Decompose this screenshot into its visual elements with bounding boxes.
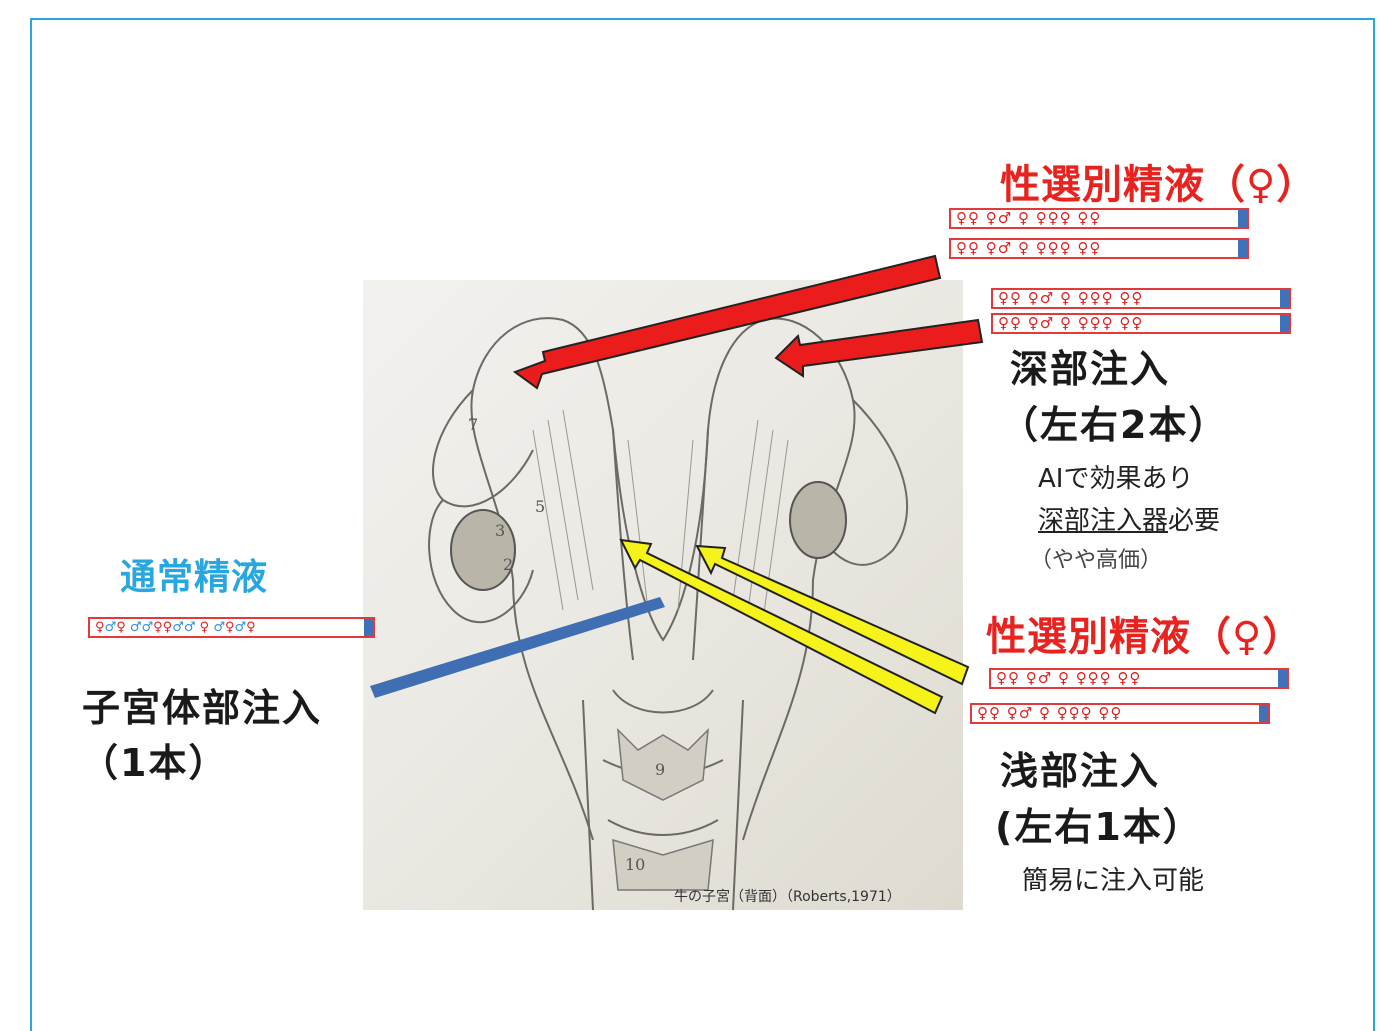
shallow-injection-count: (左右1本） [995,805,1203,849]
yellow-arrow-inner [619,538,944,715]
straw-plug [1238,240,1247,257]
sexed-straw: ♀♀ ♀♂ ♀ ♀♀♀ ♀♀ [989,668,1289,689]
deep-device-required: 必要 [1168,506,1221,536]
figure-caption: 牛の子宮（背面）（Roberts,1971） [674,889,901,905]
uterine-body-injection-count: （1本） [80,741,229,785]
deep-injection-count: （左右2本） [1000,403,1229,447]
figure-number-7: 7 [468,415,478,434]
straw-symbols-mixed: ♀♂♀ ♂♂♀♀♂♂ ♀ ♂♀♂♀ [95,620,256,635]
straw-symbols: ♀♀ ♀♂ ♀ ♀♀♀ ♀♀ [956,209,1102,227]
straw-symbols: ♀♀ ♀♂ ♀ ♀♀♀ ♀♀ [996,669,1142,687]
sexed-semen-title-top: 性選別精液（♀） [1000,162,1318,208]
deep-note-effective: AIで効果あり [1038,464,1194,494]
normal-straw: ♀♂♀ ♂♂♀♀♂♂ ♀ ♂♀♂♀ [88,617,375,638]
red-arrow-right-horn [774,318,984,378]
sexed-straw: ♀♀ ♀♂ ♀ ♀♀♀ ♀♀ [949,238,1249,259]
figure-number-3: 3 [495,521,505,540]
uterus-illustration: 7 5 3 2 9 10 牛の子宮（背面）（Roberts,1971） [363,280,963,910]
normal-semen-title: 通常精液 [120,557,269,598]
deep-note-cost: （やや高価） [1030,548,1163,573]
deep-device-name: 深部注入器 [1038,506,1169,536]
deep-note-device: 深部注入器必要 [1038,500,1220,537]
straw-symbols: ♀♀ ♀♂ ♀ ♀♀♀ ♀♀ [998,314,1144,332]
shallow-injection-label: 浅部注入 [1000,749,1161,793]
straw-symbols: ♀♀ ♀♂ ♀ ♀♀♀ ♀♀ [956,239,1102,257]
sexed-semen-title-bottom: 性選別精液（♀） [986,614,1304,660]
shallow-note-easy: 簡易に注入可能 [1022,866,1205,896]
uterine-body-injection-label: 子宮体部注入 [82,686,323,730]
sexed-straw: ♀♀ ♀♂ ♀ ♀♀♀ ♀♀ [991,288,1291,309]
sexed-straw: ♀♀ ♀♂ ♀ ♀♀♀ ♀♀ [970,703,1270,724]
straw-plug [1280,315,1289,332]
straw-plug [1238,210,1247,227]
figure-number-5: 5 [535,497,545,516]
straw-plug [1278,670,1287,687]
red-arrow-left-horn [512,254,942,390]
slide-frame [30,18,1375,1031]
straw-symbols: ♀♀ ♀♂ ♀ ♀♀♀ ♀♀ [998,289,1144,307]
sexed-straw: ♀♀ ♀♂ ♀ ♀♀♀ ♀♀ [949,208,1249,229]
straw-symbols: ♀♀ ♀♂ ♀ ♀♀♀ ♀♀ [977,704,1123,722]
straw-plug [364,619,373,636]
figure-number-2: 2 [503,555,513,574]
deep-injection-label: 深部注入 [1010,347,1171,391]
blue-pointer-line [370,597,665,698]
figure-number-10: 10 [625,855,645,874]
yellow-arrow-outer [695,544,970,686]
uterus-drawing: 7 5 3 2 9 10 [428,317,908,910]
figure-number-9: 9 [655,760,665,779]
straw-plug [1280,290,1289,307]
sexed-straw: ♀♀ ♀♂ ♀ ♀♀♀ ♀♀ [991,313,1291,334]
straw-plug [1259,705,1268,722]
